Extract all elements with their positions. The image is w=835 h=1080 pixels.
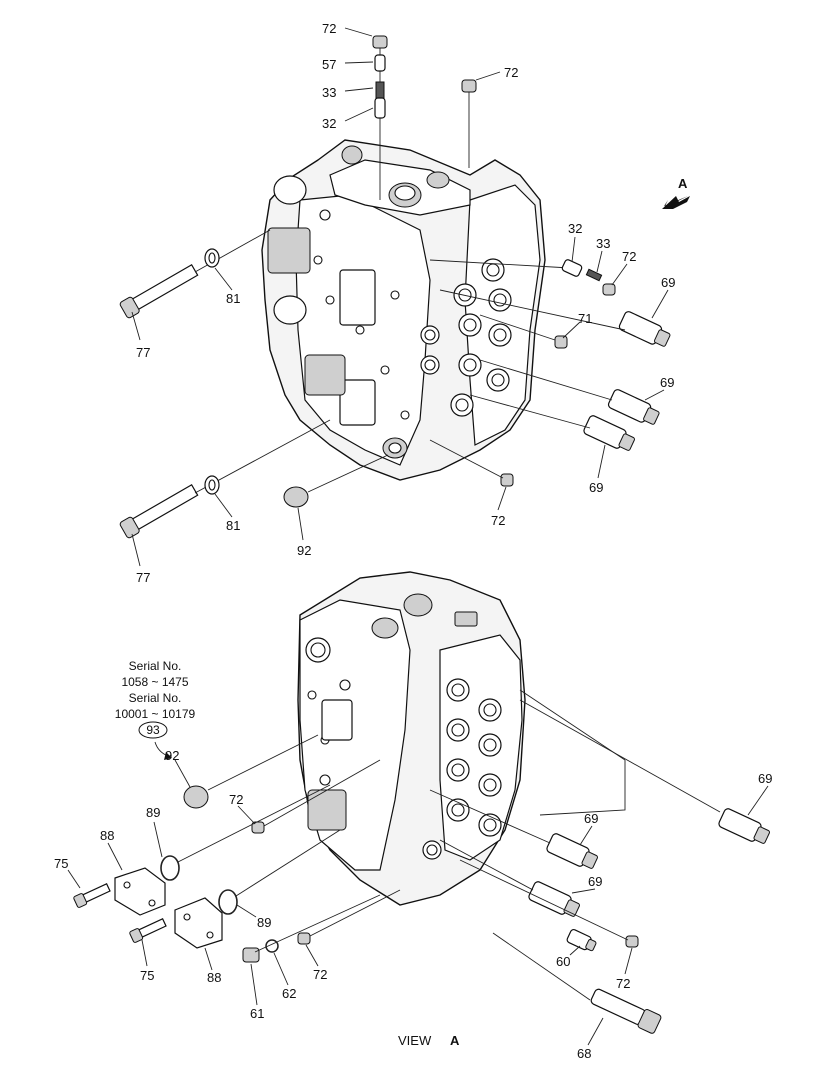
- callout-label: 72: [622, 249, 636, 264]
- callout-label: 88: [207, 970, 221, 985]
- callout-label: 88: [100, 828, 114, 843]
- callout-label: 75: [54, 856, 68, 871]
- callout-label: 69: [661, 275, 675, 290]
- callout-label: 61: [250, 1006, 264, 1021]
- view-label: VIEW A: [398, 1033, 460, 1048]
- part-oval: [138, 721, 168, 739]
- top-plug-stack: [372, 35, 477, 200]
- lower-valve-assembly: [297, 571, 526, 906]
- direction-letter: A: [678, 176, 688, 191]
- callout-label: 69: [584, 811, 598, 826]
- serial-range-1: 1058 ~ 1475: [121, 675, 188, 689]
- relief-valve-69-b: [607, 389, 660, 425]
- serial-range-2: 10001 ~ 10179: [115, 707, 196, 721]
- callout-label: 72: [322, 21, 336, 36]
- callout-label: 71: [578, 311, 592, 326]
- callout-label: 33: [596, 236, 610, 251]
- view-letter: A: [450, 1033, 460, 1048]
- upper-bolts: [119, 229, 389, 539]
- direction-arrow-icon: [662, 196, 690, 209]
- view-text: VIEW: [398, 1033, 432, 1048]
- callout-label: 92: [297, 543, 311, 558]
- callout-label: 72: [616, 976, 630, 991]
- serial-label-2: Serial No.: [129, 691, 182, 705]
- callout-label: 75: [140, 968, 154, 983]
- relief-valve-69-a: [618, 311, 671, 347]
- lower-parts: [73, 689, 770, 1034]
- callout-label: 69: [589, 480, 603, 495]
- callout-label: 68: [577, 1046, 591, 1061]
- leader-lines: [67, 27, 769, 1046]
- callout-label: 32: [322, 116, 336, 131]
- callout-label: 92: [165, 748, 179, 763]
- callout-label: 57: [322, 57, 336, 72]
- callout-label: 62: [282, 986, 296, 1001]
- upper-right-parts: [429, 259, 671, 487]
- serial-part-number: 93: [146, 723, 160, 737]
- callout-label: 69: [588, 874, 602, 889]
- lower-right-ports: [422, 678, 502, 860]
- callout-label: 72: [491, 513, 505, 528]
- callout-label: 77: [136, 570, 150, 585]
- callout-label: 89: [146, 805, 160, 820]
- callout-label: 81: [226, 518, 240, 533]
- callout-label: 33: [322, 85, 336, 100]
- serial-label-1: Serial No.: [129, 659, 182, 673]
- callout-label: 60: [556, 954, 570, 969]
- relief-valve-69-c: [583, 415, 635, 451]
- right-face-ports: [420, 258, 512, 417]
- callout-label: 81: [226, 291, 240, 306]
- upper-valve-assembly: [261, 139, 546, 481]
- callout-label: 72: [229, 792, 243, 807]
- serial-note: Serial No. 1058 ~ 1475 Serial No. 10001 …: [115, 659, 196, 739]
- callout-label: 72: [504, 65, 518, 80]
- callout-label: 89: [257, 915, 271, 930]
- callout-labels: 72 57 33 32 72 32 33 72 69 81 77 71 69 6…: [54, 21, 772, 1061]
- callout-label: 72: [313, 967, 327, 982]
- callout-label: 69: [758, 771, 772, 786]
- callout-label: 77: [136, 345, 150, 360]
- callout-label: 69: [660, 375, 674, 390]
- callout-label: 32: [568, 221, 582, 236]
